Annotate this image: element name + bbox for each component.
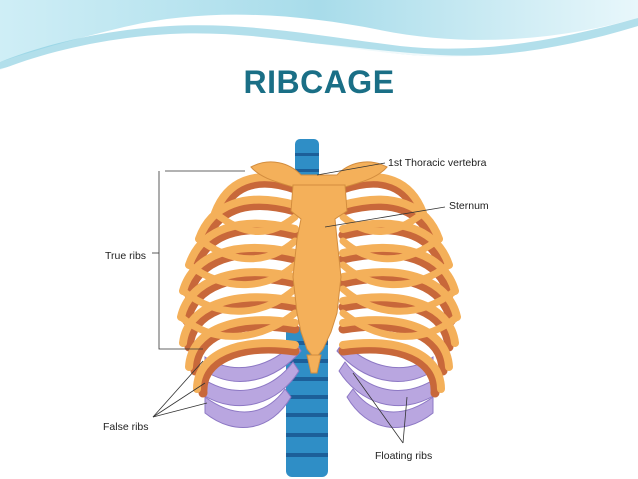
label-true-ribs: True ribs — [105, 250, 146, 262]
costal-cartilage — [202, 341, 436, 428]
decorative-wave-banner — [0, 0, 638, 71]
left-ribs — [177, 173, 300, 398]
label-false-ribs: False ribs — [103, 421, 149, 433]
sternum — [250, 161, 388, 374]
ribcage-diagram: 1st Thoracic vertebra Sternum True ribs … — [55, 127, 583, 479]
slide-title: RIBCAGE — [243, 64, 395, 100]
label-floating-ribs: Floating ribs — [375, 450, 432, 462]
label-thoracic-vertebra: 1st Thoracic vertebra — [388, 157, 487, 169]
label-sternum: Sternum — [449, 200, 489, 212]
leader-lines — [152, 162, 446, 444]
